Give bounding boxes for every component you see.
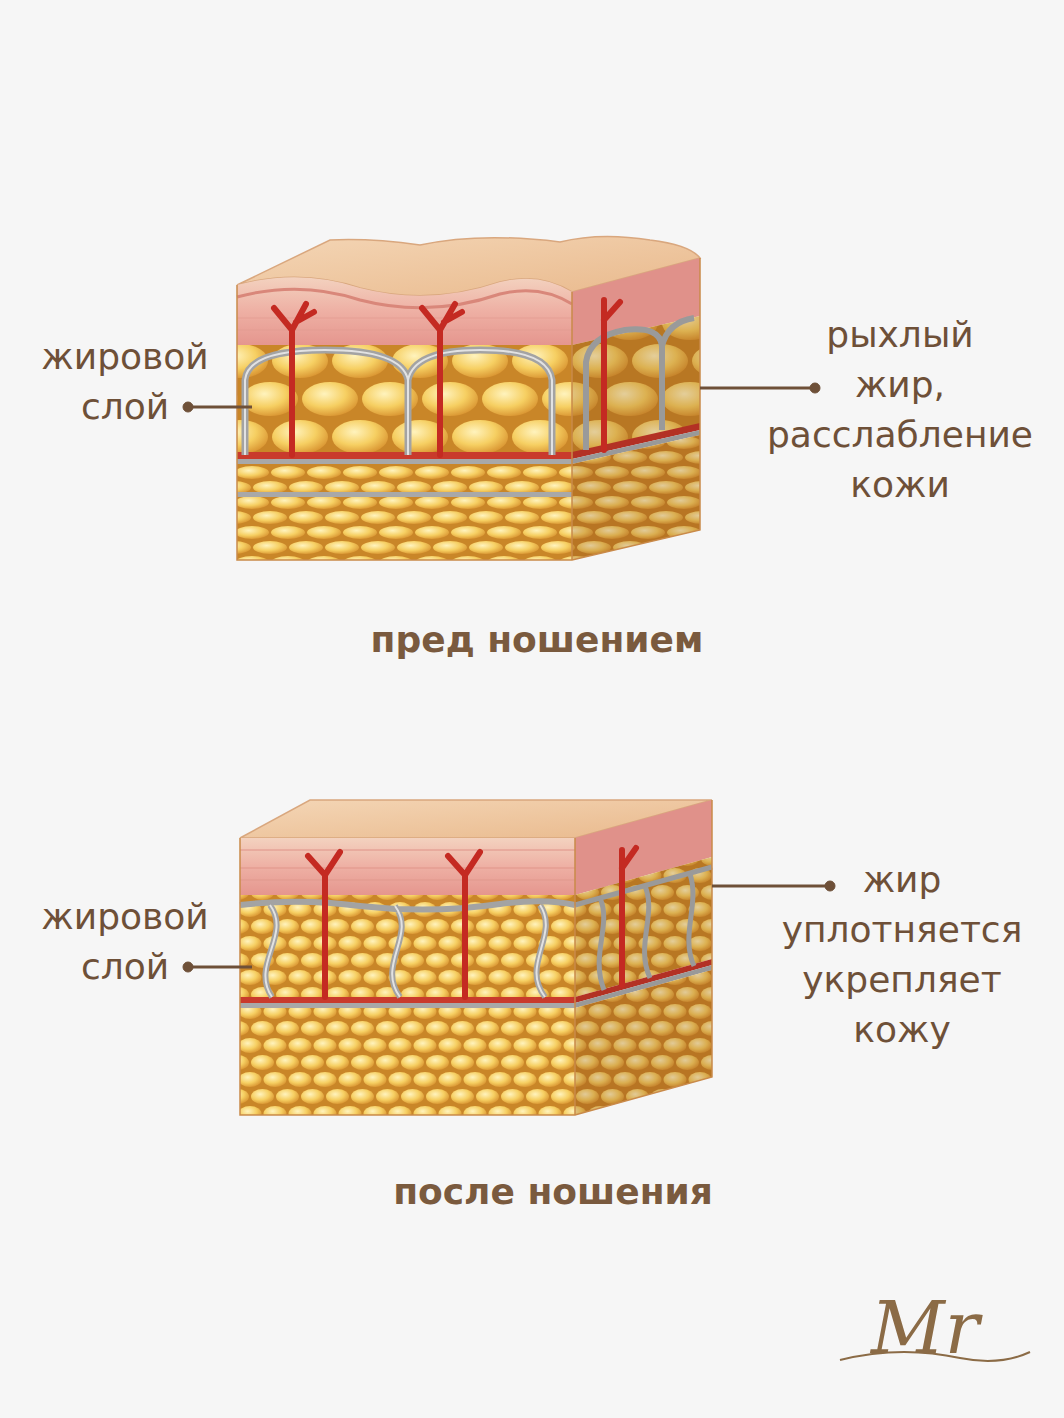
septum-line [237, 459, 572, 464]
leader-line [190, 966, 252, 969]
skin-layer [237, 277, 572, 345]
leader-dot [810, 383, 820, 393]
layer-label: жировой слой [41, 892, 208, 992]
deep-fat-side [575, 970, 712, 1115]
septum-wave-side [575, 867, 712, 990]
caption: после ношения [393, 1167, 713, 1217]
block-edge [237, 258, 700, 560]
deep-fat-layer [237, 464, 572, 560]
leader-dot [183, 402, 193, 412]
epidermis-line [237, 289, 572, 308]
leader-line [190, 406, 252, 409]
fat-layer [237, 345, 572, 455]
septum-line [237, 492, 572, 497]
septum-wave [240, 901, 575, 997]
side-shade [572, 435, 700, 560]
septum-line [240, 1003, 575, 1008]
leader-line [712, 885, 828, 888]
septum-wave-highlight [265, 905, 545, 997]
red-vessel [274, 300, 620, 455]
leader-dot [825, 881, 835, 891]
leader-lines [183, 383, 835, 972]
skin-block-after [240, 800, 712, 1115]
deep-fat-side [572, 435, 700, 560]
fat-layer [240, 895, 575, 997]
skin-layer [240, 838, 575, 895]
deep-fat-layer [240, 1008, 575, 1115]
layer-label: жировой слой [41, 332, 208, 432]
callout-text: жир уплотняется укрепляет кожу [782, 855, 1023, 1055]
skin-block-before [237, 236, 700, 560]
caption: пред ношением [371, 615, 704, 665]
callout-text: рыхлый жир, расслабление кожи [767, 310, 1033, 510]
watermark: Mr [871, 1288, 979, 1368]
blood-vessel [240, 997, 575, 1003]
epidermis-line [240, 850, 575, 880]
side-shade [575, 970, 712, 1115]
leader-dot [183, 962, 193, 972]
red-vessel [308, 848, 636, 997]
leader-line [700, 387, 813, 390]
block-edge [240, 800, 712, 1115]
